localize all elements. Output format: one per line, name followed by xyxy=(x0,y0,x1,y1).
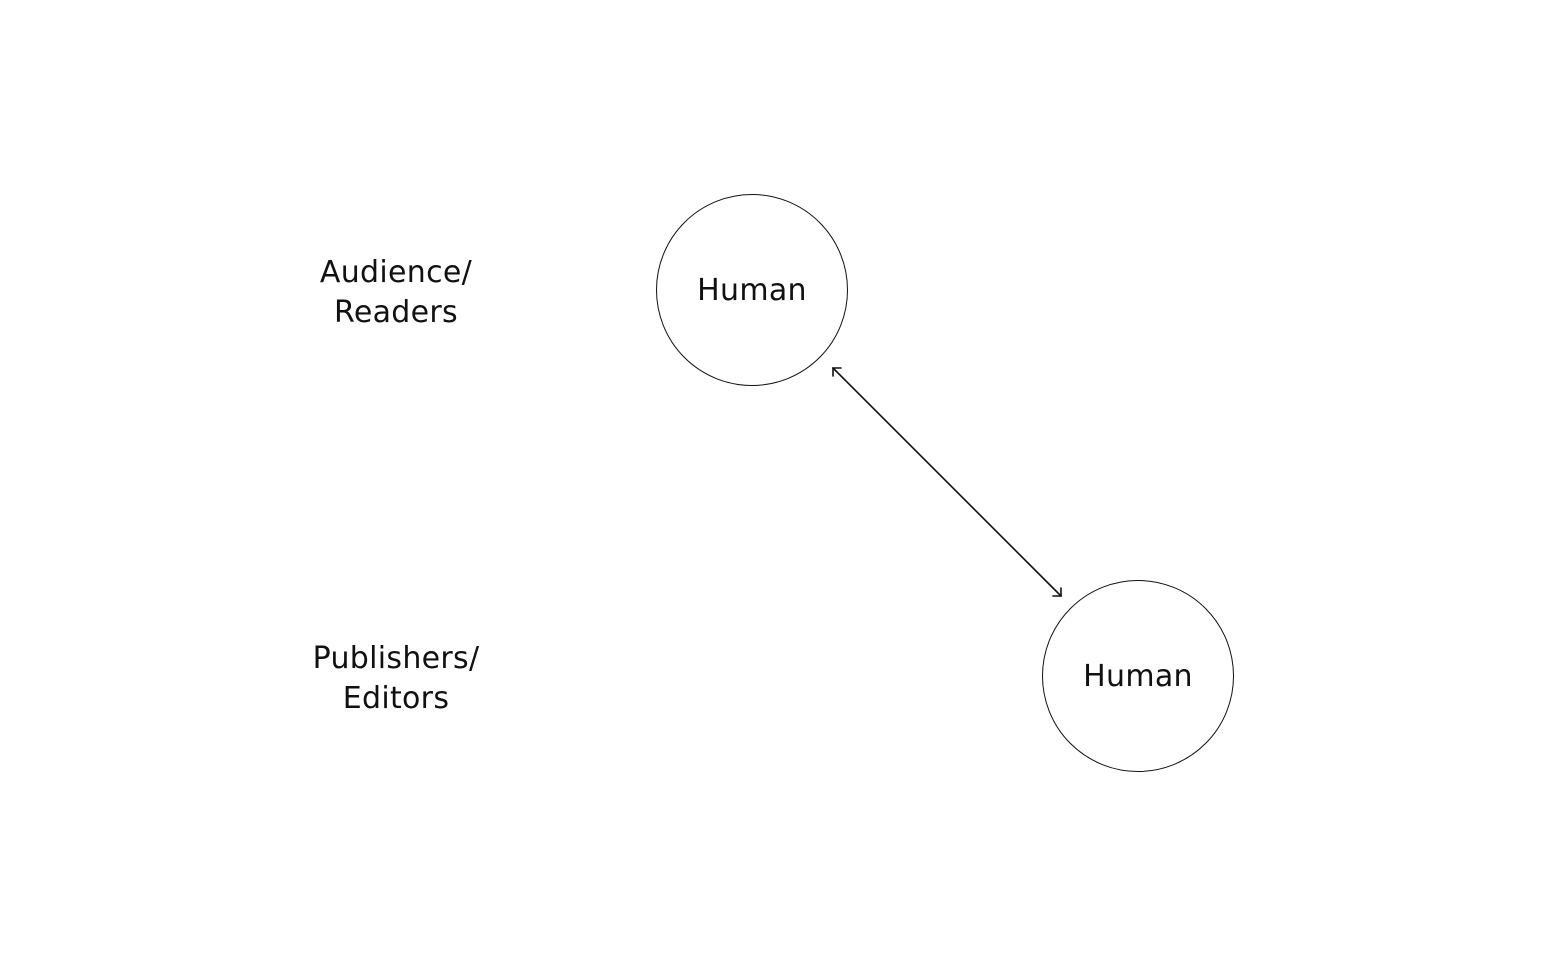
human-node-publisher: Human xyxy=(1042,580,1234,772)
arrowhead-top xyxy=(832,367,842,377)
row-label-publishers-editors: Publishers/ Editors xyxy=(266,639,526,719)
row-label-publishers-line1: Publishers/ xyxy=(312,641,480,676)
row-label-audience-line1: Audience/ xyxy=(319,255,473,290)
arrowhead-bottom xyxy=(1052,587,1062,597)
human-node-audience: Human xyxy=(656,194,848,386)
human-node-label: Human xyxy=(697,272,807,308)
arrow-line xyxy=(832,367,1062,597)
human-node-label: Human xyxy=(1083,658,1193,694)
bidirectional-arrow xyxy=(832,367,1062,597)
row-label-publishers-line2: Editors xyxy=(342,681,450,716)
row-label-audience-line2: Readers xyxy=(334,295,458,330)
row-label-audience-readers: Audience/ Readers xyxy=(266,253,526,333)
